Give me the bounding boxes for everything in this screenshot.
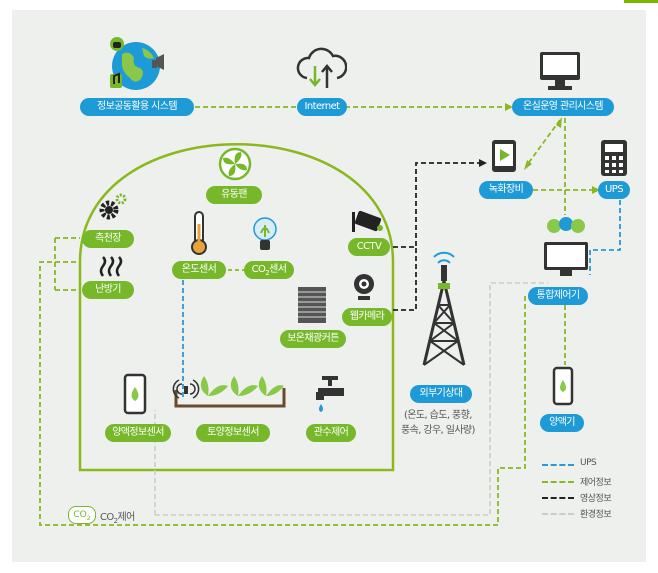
cctv-camera-icon (350, 208, 386, 236)
irrigation-node: 관수제어 (306, 424, 356, 442)
plants-icon (172, 366, 290, 416)
video-line-recorder (393, 162, 483, 248)
env-line-outer (155, 282, 548, 516)
control-line-left-loop (39, 261, 526, 526)
co2-control-prefix: CO (100, 512, 114, 523)
fan-node: 유동팬 (206, 186, 262, 204)
nutrient-unit-node: 양액기 (540, 414, 584, 432)
nutrient-sensor-node: 양액정보센서 (105, 424, 171, 442)
greenhouse-outline (78, 143, 395, 472)
co2-badge-subscript: 2 (86, 514, 91, 522)
ups-calculator-icon (599, 138, 629, 178)
legend-line-ups (542, 464, 574, 466)
bulb-sensor-icon (252, 215, 278, 253)
fan-icon (218, 147, 252, 181)
legend-label-control: 제어정보 (580, 478, 612, 488)
ups-line-right (589, 200, 621, 275)
co2-sensor-suffix: 센서 (269, 264, 287, 275)
water-tap-icon (314, 374, 350, 416)
desktop-icon (538, 50, 582, 92)
co2-sensor-label: CO (251, 264, 266, 275)
monitor-icon (540, 216, 592, 280)
temp-sensor-node: 온도센서 (172, 261, 226, 279)
info-system-node: 정보공동활용 시스템 (80, 98, 194, 116)
control-line-mgmt-recorder (526, 119, 561, 166)
cctv-node: CCTV (348, 238, 390, 256)
thermometer-icon (190, 210, 208, 256)
integrated-controller-node: 통합제어기 (528, 287, 588, 305)
arrow-head-video (479, 159, 487, 167)
curtain-icon (296, 285, 328, 325)
video-player-icon (490, 138, 520, 174)
gear-icon (95, 192, 129, 224)
weather-detail-line-1: (온도, 습도, 풍향, (404, 410, 472, 421)
ups-node: UPS (598, 181, 630, 199)
tower-icon (418, 245, 470, 369)
internet-node: Internet (297, 98, 347, 116)
legend-line-control (542, 481, 574, 483)
co2-control-suffix: 제어 (117, 512, 136, 523)
control-line-heater (54, 237, 80, 291)
co2-badge-label: CO (73, 510, 87, 520)
arrow-head-mgmt-up (556, 117, 562, 128)
weather-detail-line-2: 풍속, 강우, 일사량) (401, 425, 475, 436)
soil-sensor-node: 토양정보센서 (196, 424, 270, 442)
co2-control-label: CO2제어 (100, 508, 135, 525)
legend-label-ups: UPS (580, 458, 597, 468)
corner-accent (624, 0, 658, 3)
webcam-icon (352, 272, 376, 304)
cloud-transfer-icon (295, 44, 348, 90)
co2-control-subscript: 2 (113, 517, 118, 525)
weather-station-node: 외부기상대 (410, 385, 472, 403)
legend-label-environment: 환경정보 (580, 510, 612, 520)
co2-sensor-subscript: 2 (265, 269, 270, 277)
video-line-webcam (393, 247, 417, 311)
arrow-head-recorder (524, 160, 532, 170)
phone-drop-icon (552, 366, 574, 406)
legend-line-environment (542, 513, 574, 515)
thermostat-node: 측천장 (82, 230, 134, 248)
heater-node: 난방기 (82, 281, 134, 299)
greenhouse-mgmt-node: 온실운영 관리시스템 (512, 98, 614, 116)
legend-line-video (542, 497, 574, 499)
legend-label-video: 영상정보 (580, 494, 612, 504)
recorder-node: 녹화장비 (479, 181, 533, 199)
co2-badge: CO2 (68, 506, 96, 524)
webcam-node: 웹카메라 (342, 308, 392, 326)
arrow-head-mgmt (505, 103, 513, 111)
heat-waves-icon (98, 256, 124, 278)
phone-drop-icon (123, 373, 147, 415)
curtain-node: 보온채광커튼 (280, 330, 346, 348)
globe-icon (104, 34, 174, 94)
co2-sensor-node: CO2센서 (244, 261, 294, 279)
arrow-head-ups (592, 186, 600, 194)
